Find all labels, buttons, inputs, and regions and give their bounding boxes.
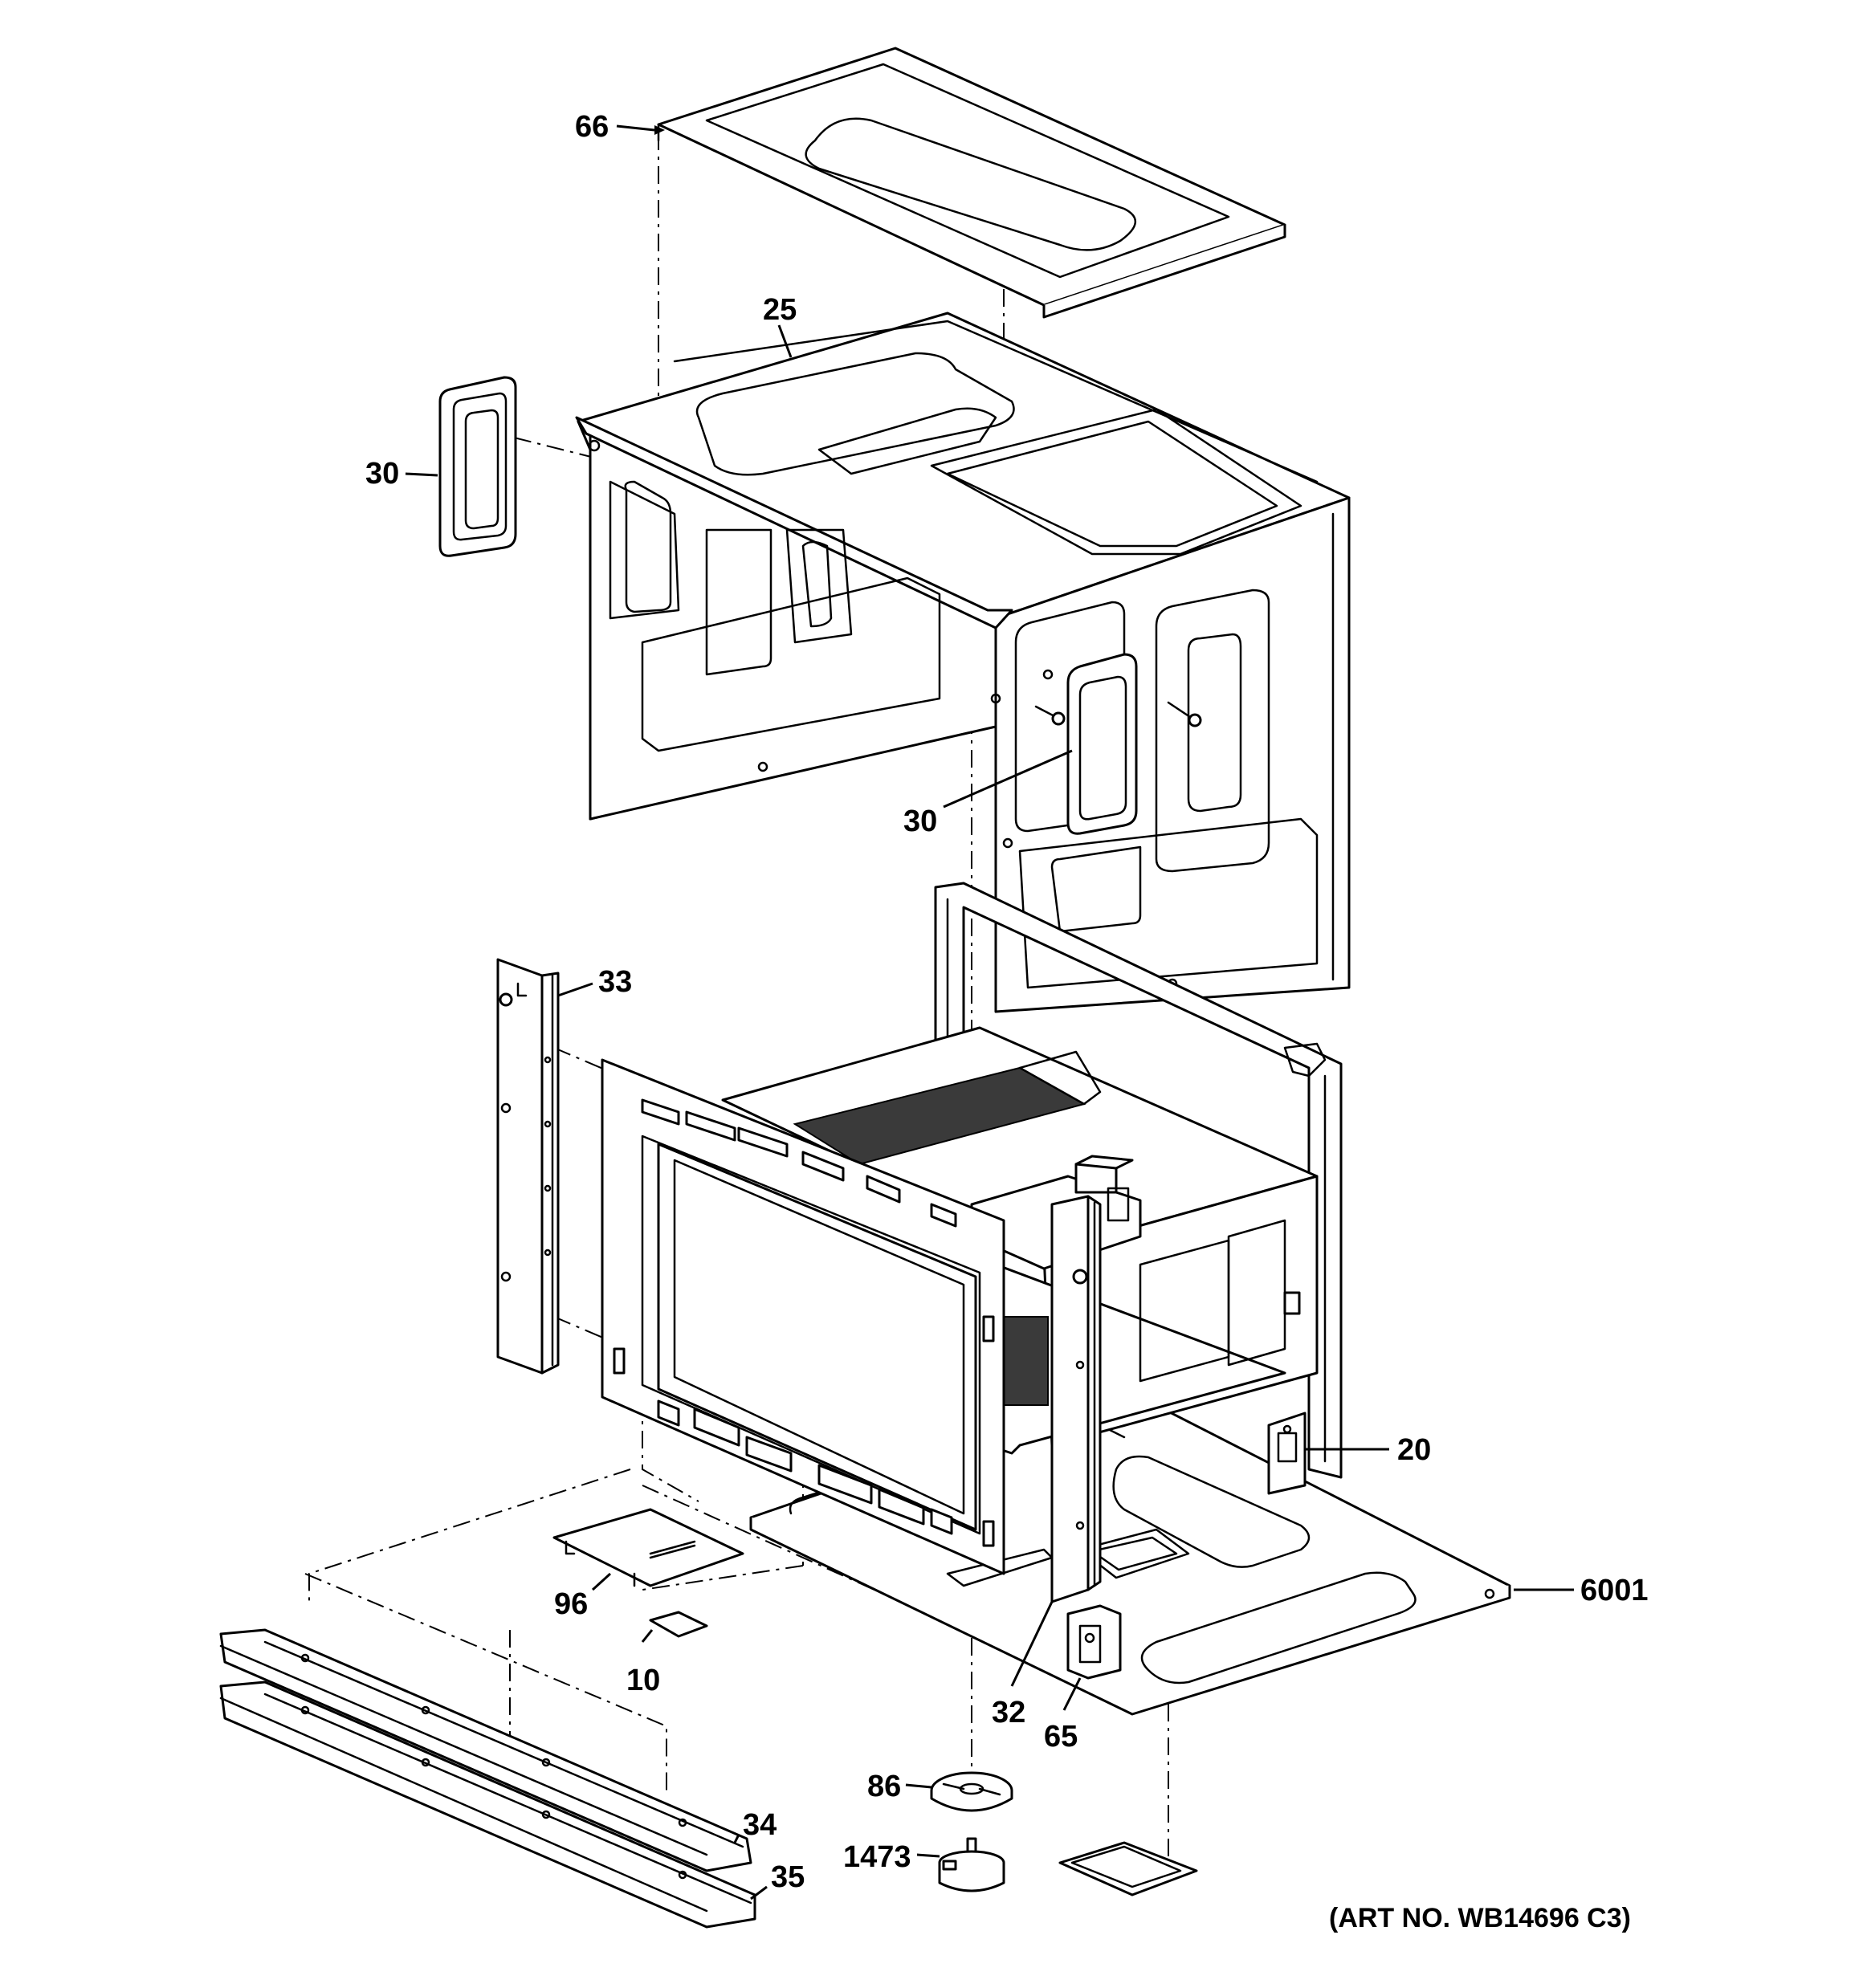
turntable-coupler (930, 1771, 1013, 1812)
rear-bracket (1267, 1412, 1306, 1495)
side-trim-right (1050, 1195, 1102, 1603)
rail-upper (219, 1628, 752, 1872)
gasket-panel-right (1066, 653, 1138, 835)
screw-right-icon (1167, 701, 1202, 727)
top-panel (657, 47, 1286, 319)
front-frame (601, 1058, 1005, 1575)
turntable-motor (938, 1837, 1005, 1892)
cover-plate (552, 1508, 744, 1587)
callout-34: 34 (743, 1808, 777, 1842)
callout-35: 35 (771, 1860, 805, 1894)
outer-cabinet (575, 312, 1351, 1013)
side-trim-left (496, 958, 560, 1375)
callout-30-left: 30 (365, 457, 399, 491)
callout-6001: 6001 (1580, 1574, 1649, 1607)
callout-1473: 1473 (843, 1840, 911, 1874)
callout-30-right: 30 (903, 805, 937, 838)
art-number: (ART NO. WB14696 C3) (1329, 1903, 1631, 1933)
gasket-panel-left (438, 376, 517, 557)
callout-10: 10 (626, 1664, 660, 1697)
callout-65: 65 (1044, 1720, 1078, 1754)
small-pad (649, 1611, 708, 1638)
corner-bracket (1066, 1604, 1122, 1680)
callout-32: 32 (992, 1696, 1025, 1729)
leader-lines (405, 124, 1574, 1900)
callout-33: 33 (598, 965, 632, 999)
callout-66: 66 (575, 110, 609, 144)
rail-lower (219, 1680, 756, 1929)
callout-96: 96 (554, 1587, 588, 1621)
callout-25: 25 (763, 293, 797, 327)
callout-86: 86 (867, 1770, 901, 1803)
screw-left-icon (1034, 705, 1066, 726)
bottom-cover (1058, 1841, 1198, 1896)
callout-20: 20 (1397, 1433, 1431, 1467)
